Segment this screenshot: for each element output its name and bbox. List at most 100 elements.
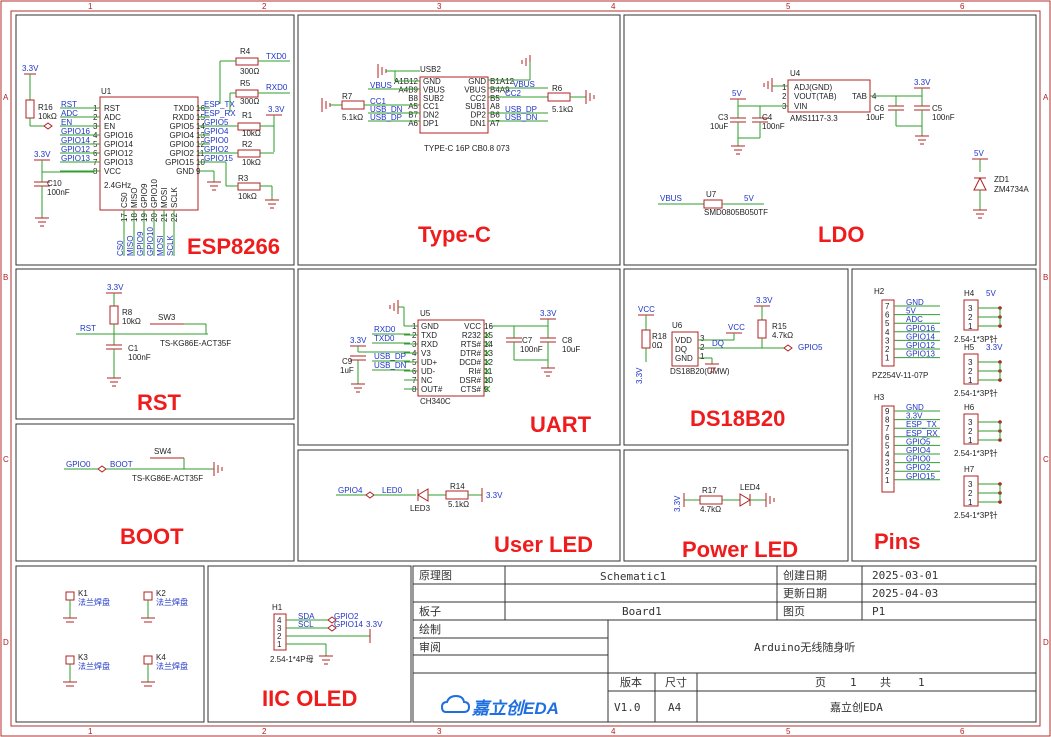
ground-icon	[705, 363, 719, 373]
h2-pin-num: 4	[885, 328, 890, 337]
h3-net: GPIO5	[906, 437, 931, 446]
esp-net-left: GPIO12	[61, 145, 90, 154]
typec-pin-num-left: A6	[408, 119, 418, 128]
typec-pin-right: GND	[468, 77, 486, 86]
typec-pin-num-left: A5	[408, 102, 418, 111]
ds18b20-title: DS18B20	[690, 406, 785, 431]
h3-net: GPIO4	[906, 446, 931, 455]
esp-pin-left: GPIO12	[104, 149, 133, 158]
small-header-num: 2	[968, 489, 973, 498]
tb-total-label: 共	[880, 676, 891, 689]
small-header-part: 2.54-1*3P针	[954, 388, 998, 398]
c3-value: 10uF	[710, 122, 728, 131]
esp-v33-right: 3.3V	[268, 105, 285, 114]
ground-icon	[973, 209, 987, 219]
esp-pin-bottom: MISO	[130, 188, 139, 208]
oled-net-gpio2: GPIO2	[334, 612, 359, 621]
h2-net: GPIO13	[906, 350, 935, 359]
tb-board-label: 板子	[419, 604, 441, 618]
ch340-pin-left: RXD	[421, 340, 438, 349]
tb-total-num: 1	[918, 676, 925, 689]
r4-net: TXD0	[266, 52, 287, 61]
no-connect-icon	[483, 349, 491, 357]
boot-title: BOOT	[120, 524, 184, 549]
tb-size-label: 尺寸	[665, 675, 687, 689]
r17-ref: R17	[702, 486, 717, 495]
r17-body	[699, 495, 723, 505]
no-connect-icon	[483, 358, 491, 366]
h1-pin-num: 1	[277, 640, 282, 649]
section-ds18b20: DS18B20 VCC R18 0Ω 3.3V U6 VDD DQ GND 3 …	[635, 296, 823, 431]
uart-net-txd0: TXD0	[374, 334, 395, 343]
ch340-pin-num-right: 13	[484, 349, 493, 358]
r3-value: 10kΩ	[238, 192, 257, 201]
c10-ref: C10	[47, 179, 62, 188]
r1-value: 10kΩ	[242, 129, 261, 138]
h3-pin-num: 6	[885, 433, 890, 442]
mounting-pad-icon	[143, 591, 153, 601]
h3-net: GPIO15	[906, 472, 935, 481]
typec-pin-num-right: A7	[490, 119, 500, 128]
r5-ref: R5	[240, 79, 251, 88]
ground-icon	[213, 462, 223, 476]
ch340-pin-left: NC	[421, 376, 433, 385]
typec-pin-num-right: B1A12	[490, 77, 515, 86]
ch340-pin-right: DTR#	[460, 349, 481, 358]
zd1-5v: 5V	[974, 149, 984, 158]
powerled-title: Power LED	[682, 537, 798, 562]
typec-pin-left: GND	[423, 77, 441, 86]
typec-pin-num-right: B5	[490, 94, 500, 103]
grid-col-3: 3	[437, 2, 442, 11]
h1-pin-num: 2	[277, 632, 282, 641]
ground-icon	[541, 367, 555, 377]
ds-pin-gnd: GND	[675, 354, 693, 363]
frame-mount	[15, 565, 205, 723]
tb-board-value: Board1	[622, 605, 662, 618]
h2-net: ADC	[906, 315, 923, 324]
ldo-33v: 3.3V	[914, 78, 931, 87]
tb-version-label: 版本	[620, 675, 642, 689]
small-header-num: 3	[968, 480, 973, 489]
grid-row-b: B	[3, 273, 8, 282]
typec-pin-right: DN1	[470, 119, 487, 128]
r4-body	[235, 57, 259, 66]
ldo-pin-adj: ADJ(GND)	[794, 83, 833, 92]
esp-net-bottom: GPIO9	[136, 231, 145, 256]
r15-ref: R15	[772, 322, 787, 331]
typec-pin-num-left: B7	[408, 111, 418, 120]
h2-pin-num: 6	[885, 311, 890, 320]
h3-pin-num: 5	[885, 441, 890, 450]
r18-value: 0Ω	[652, 341, 662, 350]
c1-value: 100nF	[128, 353, 151, 362]
frame-rst	[15, 268, 295, 420]
ldo-pin-vin: VIN	[794, 102, 808, 111]
ground-icon	[351, 383, 365, 393]
uart-v33-right: 3.3V	[540, 309, 557, 318]
h3-net: GPIO0	[906, 455, 931, 464]
h3-pin-num: 1	[885, 476, 890, 485]
esp-net-bottom: GPIO10	[146, 227, 155, 256]
typec-pin-right: SUB1	[465, 102, 486, 111]
esp-pin-right: GND	[176, 167, 194, 176]
ground-icon	[585, 90, 595, 104]
grid-col-3-bottom: 3	[437, 727, 442, 736]
c1-ref: C1	[128, 344, 139, 353]
r8-body	[109, 305, 119, 325]
grid-row-d-right: D	[1043, 638, 1049, 647]
frame-pins	[851, 268, 1037, 562]
net-flag	[327, 624, 337, 632]
frame-typec	[297, 14, 621, 266]
title-block-grid	[413, 566, 1036, 722]
small-header-body	[963, 299, 979, 331]
c6-value: 10uF	[866, 113, 884, 122]
c8-ref: C8	[562, 336, 573, 345]
small-header-body	[963, 475, 979, 507]
sw4-ref: SW4	[154, 447, 172, 456]
r2-ref: R2	[242, 140, 253, 149]
u7-5v: 5V	[744, 194, 754, 203]
ch340-pin-num-right: 12	[484, 358, 493, 367]
small-header-num: 3	[968, 358, 973, 367]
tb-schematic-value: Schematic1	[600, 570, 666, 583]
